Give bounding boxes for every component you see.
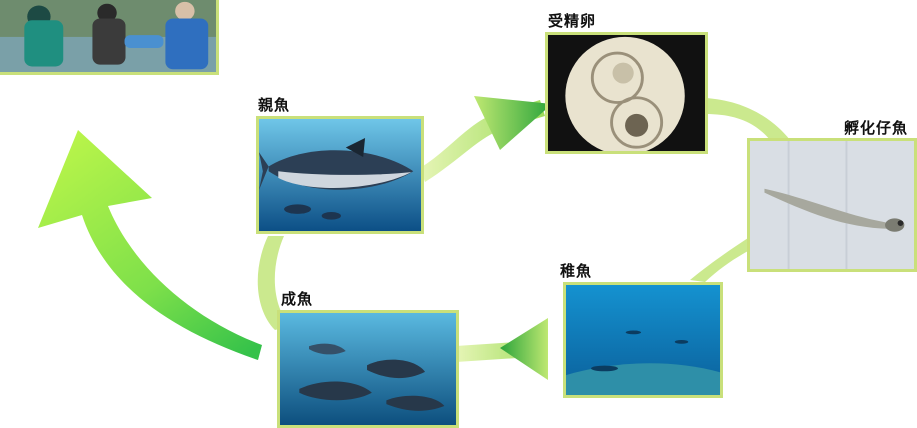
hatched-larva-photo bbox=[747, 138, 917, 272]
parent-fish-photo bbox=[256, 116, 424, 234]
arrow-icon bbox=[500, 318, 548, 380]
adult-label: 成魚 bbox=[281, 290, 314, 308]
fertilized-egg-photo bbox=[545, 32, 708, 154]
adult-photo bbox=[277, 310, 459, 428]
juvenile-label: 稚魚 bbox=[560, 262, 593, 280]
arrow-icon bbox=[474, 96, 552, 150]
juvenile-photo bbox=[563, 282, 723, 398]
fertilized-egg-label: 受精卵 bbox=[548, 12, 597, 30]
harvest-photo bbox=[0, 0, 219, 75]
arrow-icon bbox=[38, 130, 262, 360]
parent-fish-label: 親魚 bbox=[258, 96, 291, 114]
cycle-band-larva-to-juvenile bbox=[690, 238, 750, 282]
cycle-band-adult-to-parent bbox=[257, 236, 290, 330]
cycle-band-egg-to-larva bbox=[705, 98, 790, 140]
hatched-larva-label: 孵化仔魚 bbox=[844, 119, 909, 137]
